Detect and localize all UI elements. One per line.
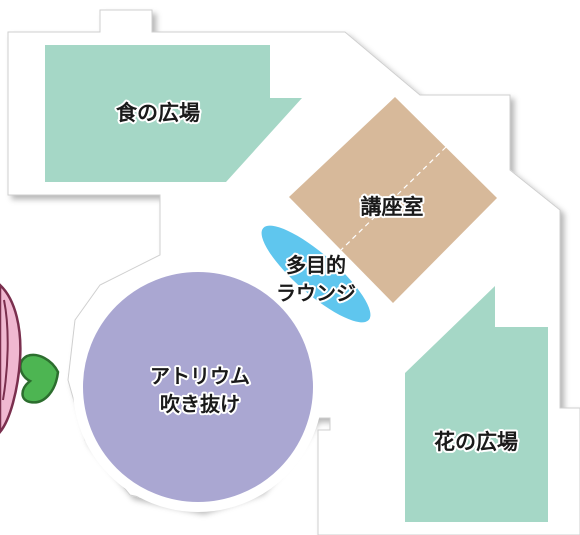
flower-plaza-label: 花の広場 xyxy=(434,430,518,454)
lounge-label-line1: 多目的 xyxy=(286,253,346,277)
food-plaza-area[interactable] xyxy=(45,45,302,182)
lounge-area[interactable] xyxy=(250,213,382,335)
lounge-label-line2: ラウンジ xyxy=(276,281,356,305)
tulip-mascot-icon xyxy=(0,283,60,434)
lecture-room-area[interactable] xyxy=(289,97,497,303)
flower-plaza-area[interactable] xyxy=(405,286,548,522)
lecture-room-label: 講座室 xyxy=(361,195,424,219)
atrium-label-line2: 吹き抜け xyxy=(160,392,240,416)
atrium-area[interactable] xyxy=(73,262,323,512)
food-plaza-label: 食の広場 xyxy=(116,101,200,125)
atrium-label-line1: アトリウム xyxy=(150,364,250,388)
